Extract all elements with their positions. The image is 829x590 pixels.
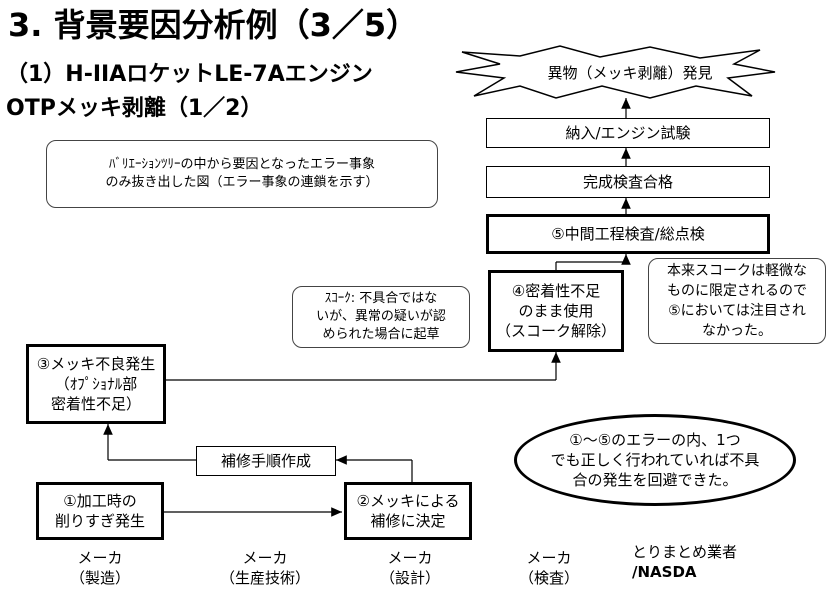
- actor-inspection-line-2: （検査）: [518, 569, 579, 587]
- note-minor-line-2: ものに限定されるので: [667, 283, 807, 299]
- note-minor-line-1: 本来スコークは軽微な: [667, 263, 807, 279]
- conclusion-line-1: ①～⑤のエラーの内、1つ: [569, 431, 741, 449]
- actor-design-line-2: （設計）: [379, 569, 440, 587]
- actor-manufacturing: メーカ （製造）: [45, 548, 155, 588]
- discovery-burst-shape: [455, 45, 776, 99]
- actor-production-engineering: メーカ （生産技術）: [210, 548, 320, 588]
- step4-line-2: のまま使用: [518, 302, 594, 320]
- conclusion-ellipse: ①～⑤のエラーの内、1つ でも正しく行われていれば不具 合の発生を回避できた。: [514, 414, 796, 506]
- actor-integrator-line-1: とりまとめ業者: [632, 543, 738, 561]
- actor-production-engineering-line-2: （生産技術）: [219, 569, 310, 587]
- step1-line-2: 削りすぎ発生: [54, 512, 145, 530]
- box-delivery-engine-test: 納入/エンジン試験: [486, 118, 770, 148]
- actor-integrator-line-2: /NASDA: [632, 563, 697, 581]
- step3-line-3: 密着性不足）: [50, 395, 141, 413]
- step4-line-3: （スコーク解除）: [495, 322, 616, 340]
- box-repair-procedure: 補修手順作成: [196, 446, 336, 476]
- note-squawk-line-3: められた場合に起草: [322, 327, 440, 342]
- conclusion-line-3: 合の発生を回避できた。: [572, 471, 738, 489]
- note-squawk-minor: 本来スコークは軽微な ものに限定されるので ⑤においては注目され なかった。: [648, 258, 826, 344]
- actor-inspection: メーカ （検査）: [494, 548, 604, 588]
- box-step1-overcut: ①加工時の 削りすぎ発生: [36, 482, 164, 540]
- step1-line-1: ①加工時の: [63, 492, 137, 510]
- note-variation-tree-line-2: のみ抜き出した図（エラー事象の連鎖を示す）: [105, 175, 379, 190]
- step3-line-1: ③メッキ不良発生: [36, 355, 156, 373]
- note-variation-tree: ﾊﾞﾘｴｰｼｮﾝﾂﾘｰの中から要因となったエラー事象 のみ抜き出した図（エラー事…: [46, 140, 438, 208]
- box-step4-used-with-insufficient-adhesion: ④密着性不足 のまま使用 （スコーク解除）: [488, 270, 624, 352]
- note-minor-line-4: なかった。: [702, 323, 772, 339]
- box-step2-plating-repair: ②メッキによる 補修に決定: [344, 482, 472, 540]
- actor-manufacturing-line-1: メーカ: [77, 549, 123, 567]
- step2-line-1: ②メッキによる: [356, 492, 460, 510]
- actor-integrator-nasda: とりまとめ業者 /NASDA: [632, 542, 772, 582]
- note-squawk-definition: ｽｺｰｸ: 不具合ではな いが、異常の疑いが認 められた場合に起草: [292, 286, 470, 348]
- box-step5-interim-inspection: ⑤中間工程検査/総点検: [486, 214, 770, 254]
- note-squawk-line-1: ｽｺｰｸ: 不具合ではな: [324, 291, 438, 306]
- subtitle-line-1: （1）H-IIAロケットLE-7Aエンジン: [6, 62, 373, 87]
- actor-design: メーカ （設計）: [355, 548, 465, 588]
- step2-line-2: 補修に決定: [370, 512, 446, 530]
- note-variation-tree-line-1: ﾊﾞﾘｴｰｼｮﾝﾂﾘｰの中から要因となったエラー事象: [108, 157, 376, 172]
- note-minor-line-3: ⑤においては注目され: [668, 303, 806, 319]
- note-squawk-line-2: いが、異常の疑いが認: [316, 309, 446, 324]
- page-title: 3. 背景要因分析例（3／5）: [8, 6, 419, 44]
- step3-line-2: （ｵﾌﾟｼｮﾅﾙ部: [54, 375, 138, 393]
- actor-production-engineering-line-1: メーカ: [242, 549, 288, 567]
- discovery-label: 異物（メッキ剥離）発見: [547, 64, 713, 82]
- step4-line-1: ④密着性不足: [511, 282, 601, 300]
- actor-design-line-1: メーカ: [387, 549, 433, 567]
- conclusion-line-2: でも正しく行われていれば不具: [550, 451, 760, 469]
- subtitle-line-2: OTPメッキ剥離（1／2）: [6, 96, 263, 121]
- box-step3-plating-defect: ③メッキ不良発生 （ｵﾌﾟｼｮﾅﾙ部 密着性不足）: [26, 344, 166, 424]
- actor-inspection-line-1: メーカ: [526, 549, 572, 567]
- actor-manufacturing-line-2: （製造）: [69, 569, 130, 587]
- box-final-inspection: 完成検査合格: [486, 166, 770, 198]
